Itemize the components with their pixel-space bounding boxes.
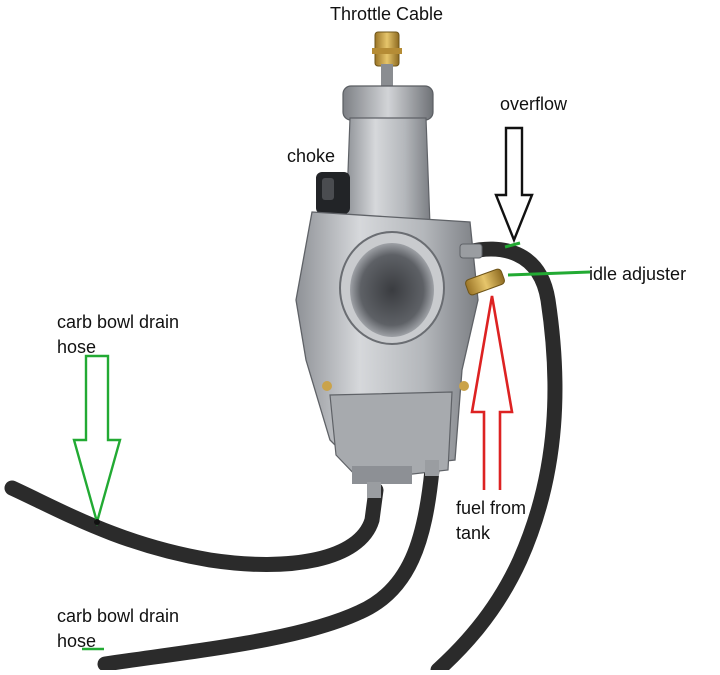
- label-carb-bowl-drain-top-line2: hose: [57, 337, 97, 357]
- label-throttle-cable: Throttle Cable: [330, 4, 444, 24]
- fuel-from-tank-arrow-icon: [470, 295, 514, 490]
- choke-plunger: [316, 172, 350, 214]
- overflow-arrow-icon: [494, 126, 534, 244]
- overflow-hose: [430, 241, 563, 675]
- label-idle-adjuster: idle adjuster: [589, 264, 687, 284]
- carburetor-body: [295, 31, 505, 498]
- label-carb-bowl-drain-bottom-line1: carb bowl drain: [57, 606, 180, 626]
- label-fuel-from-tank-line2: tank: [456, 523, 491, 543]
- label-fuel-from-tank-line1: fuel from: [456, 498, 527, 518]
- idle-adjuster-screw: [465, 268, 505, 296]
- drain-arrow-icon: [72, 354, 122, 527]
- idle-adjuster-line: [504, 241, 591, 277]
- label-choke: choke: [287, 146, 336, 166]
- carb-bowl-drain-hose-bottom: [97, 462, 440, 672]
- label-carb-bowl-drain-top-line1: carb bowl drain: [57, 312, 180, 332]
- throttle-cable-fitting: [372, 31, 402, 88]
- label-overflow: overflow: [500, 94, 568, 114]
- carb-bowl-drain-hose-top: [4, 480, 384, 572]
- label-carb-bowl-drain-bottom-line2: hose: [57, 631, 97, 651]
